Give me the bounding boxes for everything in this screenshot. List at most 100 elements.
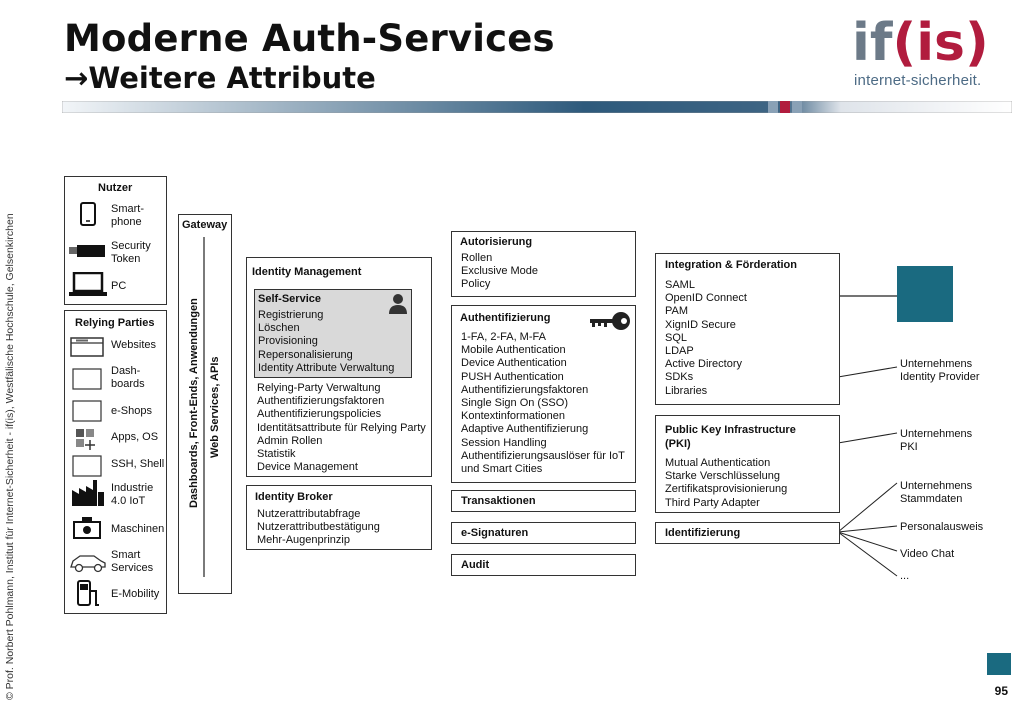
identity-broker-title: Identity Broker: [255, 491, 333, 503]
identifizierung-title: Identifizierung: [665, 527, 741, 539]
audit-box: Audit: [451, 554, 636, 576]
autorisierung-title: Autorisierung: [460, 236, 533, 248]
authentifizierung-box: Authentifizierung 1-FA, 2-FA, M-FA Mobil…: [451, 305, 636, 483]
self-service-list: Registrierung Löschen Provisioning Reper…: [258, 309, 394, 375]
authn-item: 1-FA, 2-FA, M-FA: [461, 331, 546, 343]
key-icon: [590, 312, 630, 330]
integration-item: Active Directory: [665, 358, 743, 371]
authn-item: Authentifizierungsauslöser für IoT: [461, 449, 625, 462]
page-corner-square: [987, 653, 1011, 675]
charging-station-icon: [77, 580, 99, 606]
self-service-item: Löschen: [258, 322, 300, 335]
identity-management-list: Relying-Party Verwaltung Authentifizieru…: [257, 382, 426, 474]
ib-item: Nutzerattributabfrage: [257, 508, 361, 520]
auth-item: Policy: [461, 278, 491, 291]
identifizierung-box: Identifizierung: [655, 522, 840, 544]
integration-item: SAML: [665, 279, 695, 291]
pki-item: Zertifikatsprovisionierung: [665, 483, 788, 496]
header-band: [62, 101, 1012, 113]
label-stammdaten: Unternehmens Stammdaten: [900, 480, 973, 505]
im-item: Authentifizierungspolicies: [257, 408, 382, 421]
integration-item: Libraries: [665, 384, 708, 397]
rp-label-websites: Websites: [111, 339, 157, 351]
identity-management-title: Identity Management: [252, 266, 362, 278]
authn-item: Authentifizierungsfaktoren: [461, 383, 589, 396]
identity-management-box: Identity Management Self-Service Registr…: [246, 257, 432, 477]
authentifizierung-title: Authentifizierung: [460, 312, 551, 324]
security-token-icon: [69, 245, 105, 257]
ib-item: Mehr-Augenprinzip: [257, 534, 350, 547]
im-item: Device Management: [257, 461, 358, 474]
self-service-item: Repersonalisierung: [258, 348, 353, 361]
smartphone-icon: [80, 202, 96, 226]
rp-label-industrie: Industrie 4.0 IoT: [111, 482, 154, 507]
nutzer-label-token: Security Token: [111, 240, 151, 265]
auth-item: Rollen: [461, 252, 493, 264]
shop-icon: [72, 400, 102, 422]
pki-item: Third Party Adapter: [665, 496, 760, 509]
pki-item: Starke Verschlüsselung: [665, 470, 780, 483]
apps-icon: [76, 429, 95, 450]
gateway-title: Gateway: [182, 219, 228, 231]
screen-icon: [72, 368, 102, 390]
subtitle-text: Weitere Attribute: [88, 61, 376, 95]
rp-label-maschinen: Maschinen: [111, 523, 165, 535]
transaktionen-box: Transaktionen: [451, 490, 636, 512]
gateway-box: Gateway Dashboards, Front-Ends, Anwendun…: [178, 214, 232, 594]
audit-title: Audit: [461, 559, 490, 571]
label-personalausweis: Personalausweis: [900, 521, 984, 533]
integration-title: Integration & Förderation: [665, 259, 797, 271]
integration-list: SAML OpenID Connect PAM XignID Secure SQ…: [665, 279, 747, 398]
authentifizierung-list: 1-FA, 2-FA, M-FA Mobile Authentication D…: [461, 331, 625, 476]
im-item: Relying-Party Verwaltung: [257, 382, 381, 394]
pki-list: Mutual Authentication Starke Verschlüsse…: [665, 457, 787, 510]
self-service-item: Provisioning: [258, 335, 318, 348]
autorisierung-box: Autorisierung Rollen Exclusive Mode Poli…: [451, 231, 636, 297]
ifis-logo: if(is) internet-sicherheit.: [852, 14, 992, 94]
rp-label-ssh: SSH, Shell: [111, 458, 165, 470]
page-subtitle: →Weitere Attribute: [64, 60, 376, 96]
factory-icon: [72, 480, 104, 506]
pki-box: Public Key Infrastructure (PKI) Mutual A…: [655, 415, 840, 513]
e-signaturen-box: e-Signaturen: [451, 522, 636, 544]
integration-item: SQL: [665, 331, 688, 344]
self-service-item: Identity Attribute Verwaltung: [258, 361, 395, 374]
integration-box: Integration & Förderation SAML OpenID Co…: [655, 253, 840, 405]
im-item: Statistik: [257, 448, 296, 461]
autorisierung-list: Rollen Exclusive Mode Policy: [461, 252, 538, 292]
self-service-item: Registrierung: [258, 309, 324, 321]
pki-title: Public Key Infrastructure (PKI): [665, 424, 796, 450]
im-item: Admin Rollen: [257, 434, 323, 447]
teal-square: [897, 266, 953, 322]
label-video-chat: Video Chat: [900, 548, 955, 560]
logo-tagline: internet-sicherheit.: [854, 72, 982, 89]
rp-label-smart-services: Smart Services: [111, 549, 154, 574]
authn-item: Single Sign On (SSO): [461, 397, 568, 410]
nutzer-label-pc: PC: [111, 280, 127, 292]
authn-item: Kontextinformationen: [461, 410, 565, 423]
logo-text-gray: if: [852, 13, 893, 73]
rp-label-apps: Apps, OS: [111, 431, 159, 443]
rp-label-emobility: E-Mobility: [111, 588, 160, 600]
browser-window-icon: [70, 337, 104, 357]
label-more: ...: [900, 570, 910, 582]
terminal-icon: [72, 455, 102, 477]
gateway-vertical-right: Web Services, APIs: [209, 356, 221, 459]
integration-item: SDKs: [665, 371, 694, 384]
im-item: Authentifizierungsfaktoren: [257, 395, 385, 408]
authn-item: Device Authentication: [461, 357, 567, 370]
rp-label-eshops: e-Shops: [111, 405, 152, 417]
label-identity-provider: Unternehmens Identity Provider: [900, 358, 980, 383]
authn-item: Adaptive Authentifizierung: [461, 423, 589, 436]
ib-item: Nutzerattributbestätigung: [257, 521, 380, 534]
logo-text-red: (is): [892, 13, 989, 73]
self-service-box: Self-Service Registrierung Löschen Provi…: [254, 289, 412, 378]
nutzer-box: Nutzer Smart- phone Security Token PC: [64, 176, 167, 305]
nutzer-label-smartphone: Smart- phone: [111, 203, 144, 228]
authn-item: Mobile Authentication: [461, 344, 566, 357]
rp-label-dashboards: Dash- boards: [111, 365, 145, 390]
relying-parties-title: Relying Parties: [75, 317, 155, 329]
identity-broker-list: Nutzerattributabfrage Nutzerattributbest…: [257, 508, 380, 548]
authn-item: und Smart Cities: [461, 463, 543, 476]
